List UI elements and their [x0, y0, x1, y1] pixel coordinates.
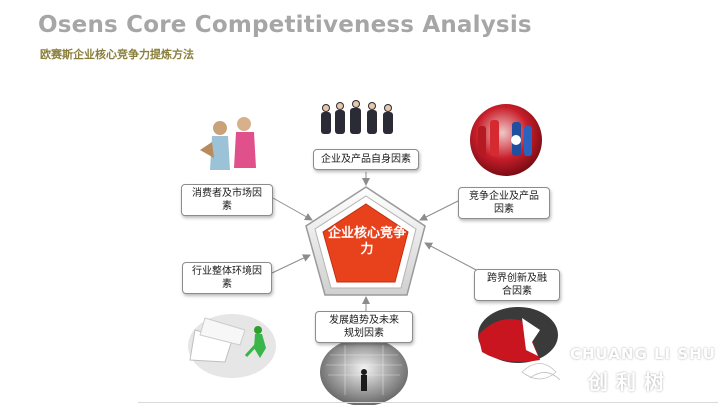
watermark-chinese: 创利树 [588, 370, 672, 394]
photo-industry-runner [188, 314, 276, 378]
photo-future-trends [320, 338, 408, 405]
factor-competitor-product: 竞争企业及产品因素 [458, 187, 550, 219]
arrow-right-upper [419, 200, 459, 221]
photo-cross-innovation [478, 307, 558, 363]
page-subtitle: 欧赛斯企业核心竞争力提炼方法 [40, 48, 194, 61]
factor-consumer-market-label: 消费者及市场因素 [192, 188, 262, 212]
arrow-left-upper [272, 197, 313, 221]
factor-cross-innovation-label: 跨界创新及融合因素 [487, 273, 547, 297]
factor-consumer-market: 消费者及市场因素 [181, 184, 273, 216]
watermark-logo [521, 363, 561, 381]
factor-company-product-label: 企业及产品自身因素 [321, 154, 411, 165]
page-title: Osens Core Competitiveness Analysis [38, 12, 532, 38]
factor-competitor-product-label: 竞争企业及产品因素 [469, 191, 539, 215]
factor-cross-innovation: 跨界创新及融合因素 [474, 269, 560, 301]
factor-future-trends-label: 发展趋势及未来规划因素 [329, 315, 399, 339]
factor-future-trends: 发展趋势及未来规划因素 [315, 311, 413, 343]
photo-consumers [192, 111, 272, 179]
footer-divider [138, 402, 718, 403]
factor-industry-environment: 行业整体环境因素 [182, 262, 272, 294]
arrow-left-lower [271, 254, 311, 274]
photo-business-people [316, 96, 400, 148]
arrow-right-lower [424, 242, 481, 273]
factor-industry-environment-label: 行业整体环境因素 [192, 266, 262, 290]
photo-competitor-products [470, 104, 542, 176]
core-pentagon [322, 203, 409, 283]
core-label: 企业核心竞争力 [327, 226, 406, 257]
watermark-english: CHUANG LI SHU [570, 345, 716, 363]
factor-company-product: 企业及产品自身因素 [313, 149, 419, 170]
